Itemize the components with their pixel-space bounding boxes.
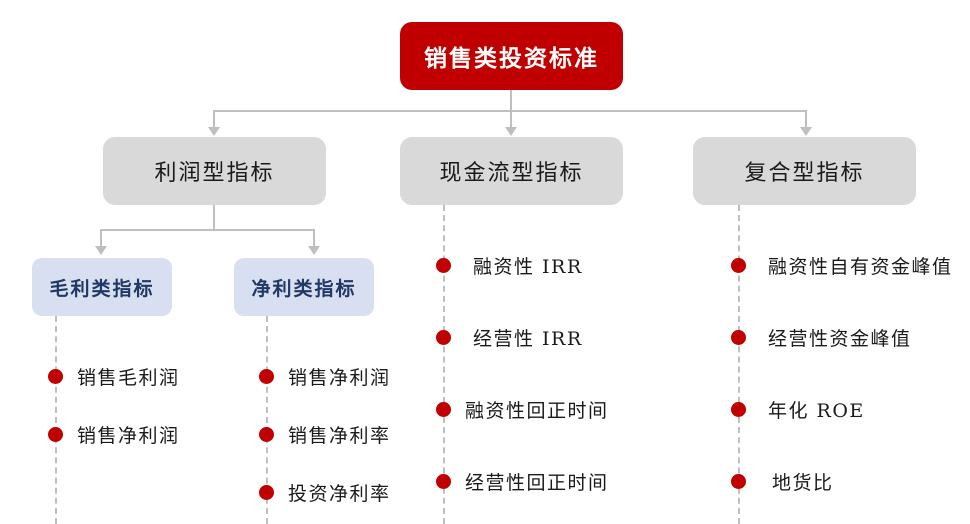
node-cashflow-indicators[interactable]: 现金流型指标 [400, 137, 623, 205]
connector-drop-gross [100, 229, 102, 247]
bullet-icon [436, 330, 451, 345]
bullet-icon [259, 369, 274, 384]
node-root-label: 销售类投资标准 [424, 45, 599, 72]
node-gross-profit-indicators-label: 毛利类指标 [49, 277, 155, 300]
list-item-label: 融资性自有资金峰值 [768, 256, 953, 278]
node-composite-indicators-label: 复合型指标 [744, 161, 865, 186]
list-item[interactable]: 销售净利润 [48, 421, 180, 448]
bullet-icon [731, 258, 746, 273]
dashed-spine-gross-profit [55, 316, 57, 524]
bullet-icon [731, 330, 746, 345]
node-root[interactable]: 销售类投资标准 [400, 22, 623, 90]
node-composite-indicators[interactable]: 复合型指标 [693, 137, 916, 205]
list-item-label: 经营性回正时间 [465, 472, 609, 494]
dashed-spine-net-profit [266, 316, 268, 524]
list-item-label: 销售毛利润 [77, 367, 180, 389]
node-net-profit-indicators-label: 净利类指标 [251, 277, 357, 300]
bullet-icon [436, 474, 451, 489]
list-item[interactable]: 地货比 [731, 468, 834, 495]
node-net-profit-indicators[interactable]: 净利类指标 [234, 258, 374, 316]
list-item[interactable]: 经营性 IRR [436, 324, 583, 351]
node-gross-profit-indicators[interactable]: 毛利类指标 [32, 258, 172, 316]
connector-level3-bar [100, 229, 314, 231]
arrowhead-cashflow [505, 127, 517, 136]
bullet-icon [436, 402, 451, 417]
list-item-label: 年化 ROE [768, 400, 865, 422]
node-profit-indicators-label: 利润型指标 [154, 161, 275, 186]
list-item-label: 融资性 IRR [473, 256, 583, 278]
list-item-label: 融资性回正时间 [465, 400, 609, 422]
arrowhead-composite [800, 127, 812, 136]
bullet-icon [731, 402, 746, 417]
list-item-label: 经营性 IRR [473, 328, 583, 350]
bullet-icon [48, 369, 63, 384]
list-item[interactable]: 投资净利率 [259, 479, 391, 506]
list-item-label: 投资净利率 [288, 483, 391, 505]
list-item[interactable]: 年化 ROE [731, 396, 865, 423]
connector-drop-net [313, 229, 315, 247]
arrowhead-net [308, 246, 320, 255]
bullet-icon [48, 427, 63, 442]
list-item-label: 经营性资金峰值 [768, 328, 912, 350]
connector-drop-profit [213, 110, 215, 128]
list-item-label: 地货比 [772, 472, 834, 494]
list-item[interactable]: 销售毛利润 [48, 363, 180, 390]
node-profit-indicators[interactable]: 利润型指标 [103, 137, 326, 205]
list-item[interactable]: 融资性回正时间 [436, 396, 609, 423]
dashed-spine-composite [738, 205, 740, 524]
arrowhead-gross [95, 246, 107, 255]
list-item-label: 销售净利润 [77, 425, 180, 447]
bullet-icon [731, 474, 746, 489]
bullet-icon [436, 258, 451, 273]
list-item[interactable]: 经营性回正时间 [436, 468, 609, 495]
list-item[interactable]: 销售净利率 [259, 421, 391, 448]
list-item-label: 销售净利率 [288, 425, 391, 447]
bullet-icon [259, 485, 274, 500]
arrowhead-profit [208, 127, 220, 136]
list-item[interactable]: 融资性自有资金峰值 [731, 252, 953, 279]
list-item[interactable]: 融资性 IRR [436, 252, 583, 279]
connector-profit-stem [213, 205, 215, 230]
connector-drop-cashflow [510, 110, 512, 128]
list-item[interactable]: 销售净利润 [259, 363, 391, 390]
node-cashflow-indicators-label: 现金流型指标 [439, 161, 584, 186]
list-item-label: 销售净利润 [288, 367, 391, 389]
bullet-icon [259, 427, 274, 442]
dashed-spine-cash-flow [443, 205, 445, 524]
connector-root-stem [510, 90, 512, 112]
connector-drop-composite [805, 110, 807, 128]
list-item[interactable]: 经营性资金峰值 [731, 324, 912, 351]
